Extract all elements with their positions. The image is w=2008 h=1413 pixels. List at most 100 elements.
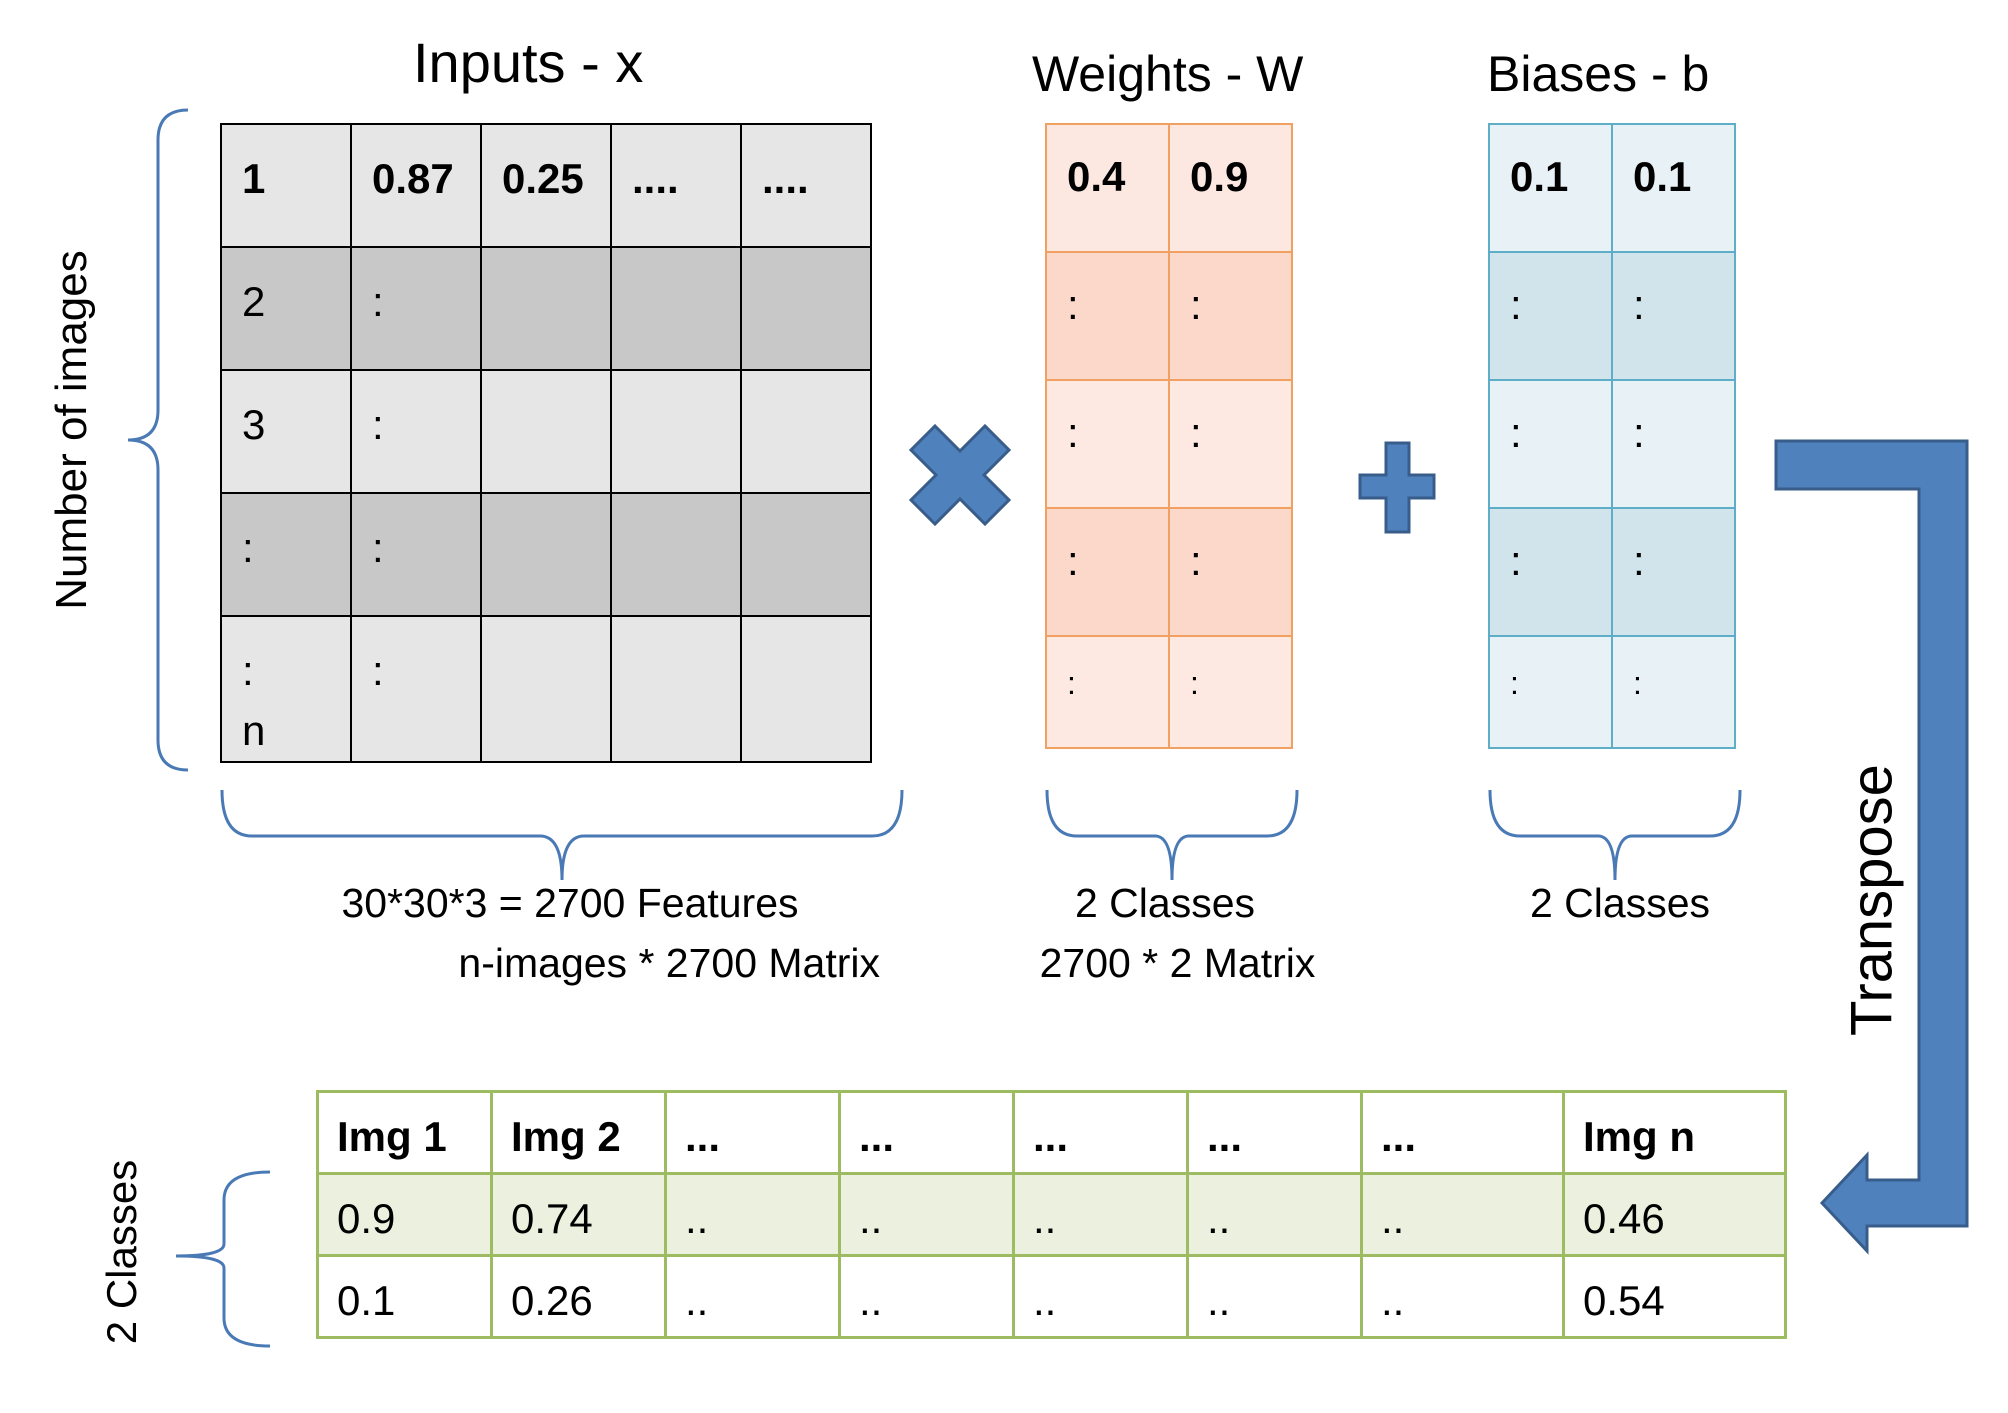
output-cell: .. [664,1254,841,1339]
inputs-cell: : [220,492,352,617]
inputs-cell [480,492,612,617]
output-cell: 0.9 [316,1172,493,1257]
inputs-cell [740,246,872,371]
inputs-cell: .... [740,123,872,248]
plus-icon [1358,441,1436,534]
inputs-cell [610,246,742,371]
inputs-cell [740,615,872,763]
weights-cell: : [1045,635,1170,749]
output-matrix: Img 1 Img 2 ... ... ... ... ... Img n 0.… [316,1090,1787,1339]
weights-cell: : [1045,507,1170,637]
biases-row: : : [1488,507,1736,637]
inputs-cell: 0.87 [350,123,482,248]
multiply-cross-icon [908,423,1012,527]
weights-cell: : [1168,507,1293,637]
weights-cell: : [1168,251,1293,381]
output-header-cell: Img n [1562,1090,1787,1175]
weights-row: : : [1045,379,1293,509]
weights-cell: : [1045,379,1170,509]
output-cell: .. [1186,1254,1363,1339]
weights-cell: 0.4 [1045,123,1170,253]
inputs-cell: : [350,246,482,371]
biases-cell: : [1488,379,1613,509]
output-rows-brace-icon [175,1170,271,1348]
biases-row: 0.1 0.1 [1488,123,1736,253]
output-cell: .. [1360,1254,1565,1339]
biases-cell: : [1488,507,1613,637]
inputs-columns-brace-icon [220,789,904,881]
biases-row: : : [1488,635,1736,749]
output-cell: .. [1012,1254,1189,1339]
inputs-cell: 1 [220,123,352,248]
output-header-cell: ... [1012,1090,1189,1175]
output-header-cell: ... [1360,1090,1565,1175]
output-row: 0.9 0.74 .. .. .. .. .. 0.46 [316,1172,1787,1257]
weights-caption-line2: 2700 * 2 Matrix [1039,940,1316,986]
biases-title: Biases - b [1487,46,1710,102]
output-cell: .. [1186,1172,1363,1257]
inputs-cell [610,492,742,617]
weights-cell: : [1168,379,1293,509]
output-cell: 0.1 [316,1254,493,1339]
output-row: 0.1 0.26 .. .. .. .. .. 0.54 [316,1254,1787,1339]
inputs-cell [480,615,612,763]
weights-row: : : [1045,251,1293,381]
weights-row: : : [1045,635,1293,749]
biases-row: : : [1488,251,1736,381]
inputs-cell: 2 [220,246,352,371]
biases-brace-icon [1488,789,1742,881]
biases-row: : : [1488,379,1736,509]
inputs-row: : : [220,492,872,617]
inputs-row: : n : [220,615,872,763]
inputs-row: 2 : [220,246,872,371]
inputs-cell: 0.25 [480,123,612,248]
inputs-row: 1 0.87 0.25 .... .... [220,123,872,248]
output-header-cell: Img 1 [316,1090,493,1175]
inputs-row: 3 : [220,369,872,494]
inputs-cell: : [350,492,482,617]
weights-cell: : [1045,251,1170,381]
inputs-cell [480,246,612,371]
bent-arrow-icon [1774,439,1969,1255]
weights-caption-line1: 2 Classes [1074,880,1255,926]
inputs-matrix: 1 0.87 0.25 .... .... 2 : 3 : : : : n : [220,123,872,763]
output-cell: 0.54 [1562,1254,1787,1339]
biases-cell: : [1488,251,1613,381]
inputs-cell [480,369,612,494]
output-header-row: Img 1 Img 2 ... ... ... ... ... Img n [316,1090,1787,1175]
weights-title: Weights - W [1032,46,1304,102]
output-cell: .. [664,1172,841,1257]
output-cell: 0.46 [1562,1172,1787,1257]
inputs-caption-line2: n-images * 2700 Matrix [458,940,880,986]
weights-matrix: 0.4 0.9 : : : : : : : : [1045,123,1293,749]
output-cell: .. [838,1254,1015,1339]
weights-row: 0.4 0.9 [1045,123,1293,253]
weights-cell: 0.9 [1168,123,1293,253]
biases-caption-line1: 2 Classes [1529,880,1710,926]
biases-cell: : [1611,507,1736,637]
inputs-cell [610,369,742,494]
inputs-title: Inputs - x [413,31,644,94]
inputs-cell: : n [220,615,352,763]
output-cell: 0.74 [490,1172,667,1257]
inputs-cell: .... [610,123,742,248]
inputs-cell [740,369,872,494]
inputs-caption-line1: 30*30*3 = 2700 Features [341,880,799,926]
output-cell: .. [1360,1172,1565,1257]
output-cell: .. [1012,1172,1189,1257]
inputs-cell [610,615,742,763]
inputs-cell [740,492,872,617]
biases-matrix: 0.1 0.1 : : : : : : : : [1488,123,1736,749]
output-header-cell: Img 2 [490,1090,667,1175]
output-cell: .. [838,1172,1015,1257]
weights-cell: : [1168,635,1293,749]
weights-brace-icon [1045,789,1299,881]
output-header-cell: ... [1186,1090,1363,1175]
biases-cell: 0.1 [1611,123,1736,253]
biases-cell: 0.1 [1488,123,1613,253]
inputs-cell: : [350,369,482,494]
biases-cell: : [1611,379,1736,509]
inputs-rows-brace-icon [127,108,189,772]
biases-cell: : [1611,251,1736,381]
